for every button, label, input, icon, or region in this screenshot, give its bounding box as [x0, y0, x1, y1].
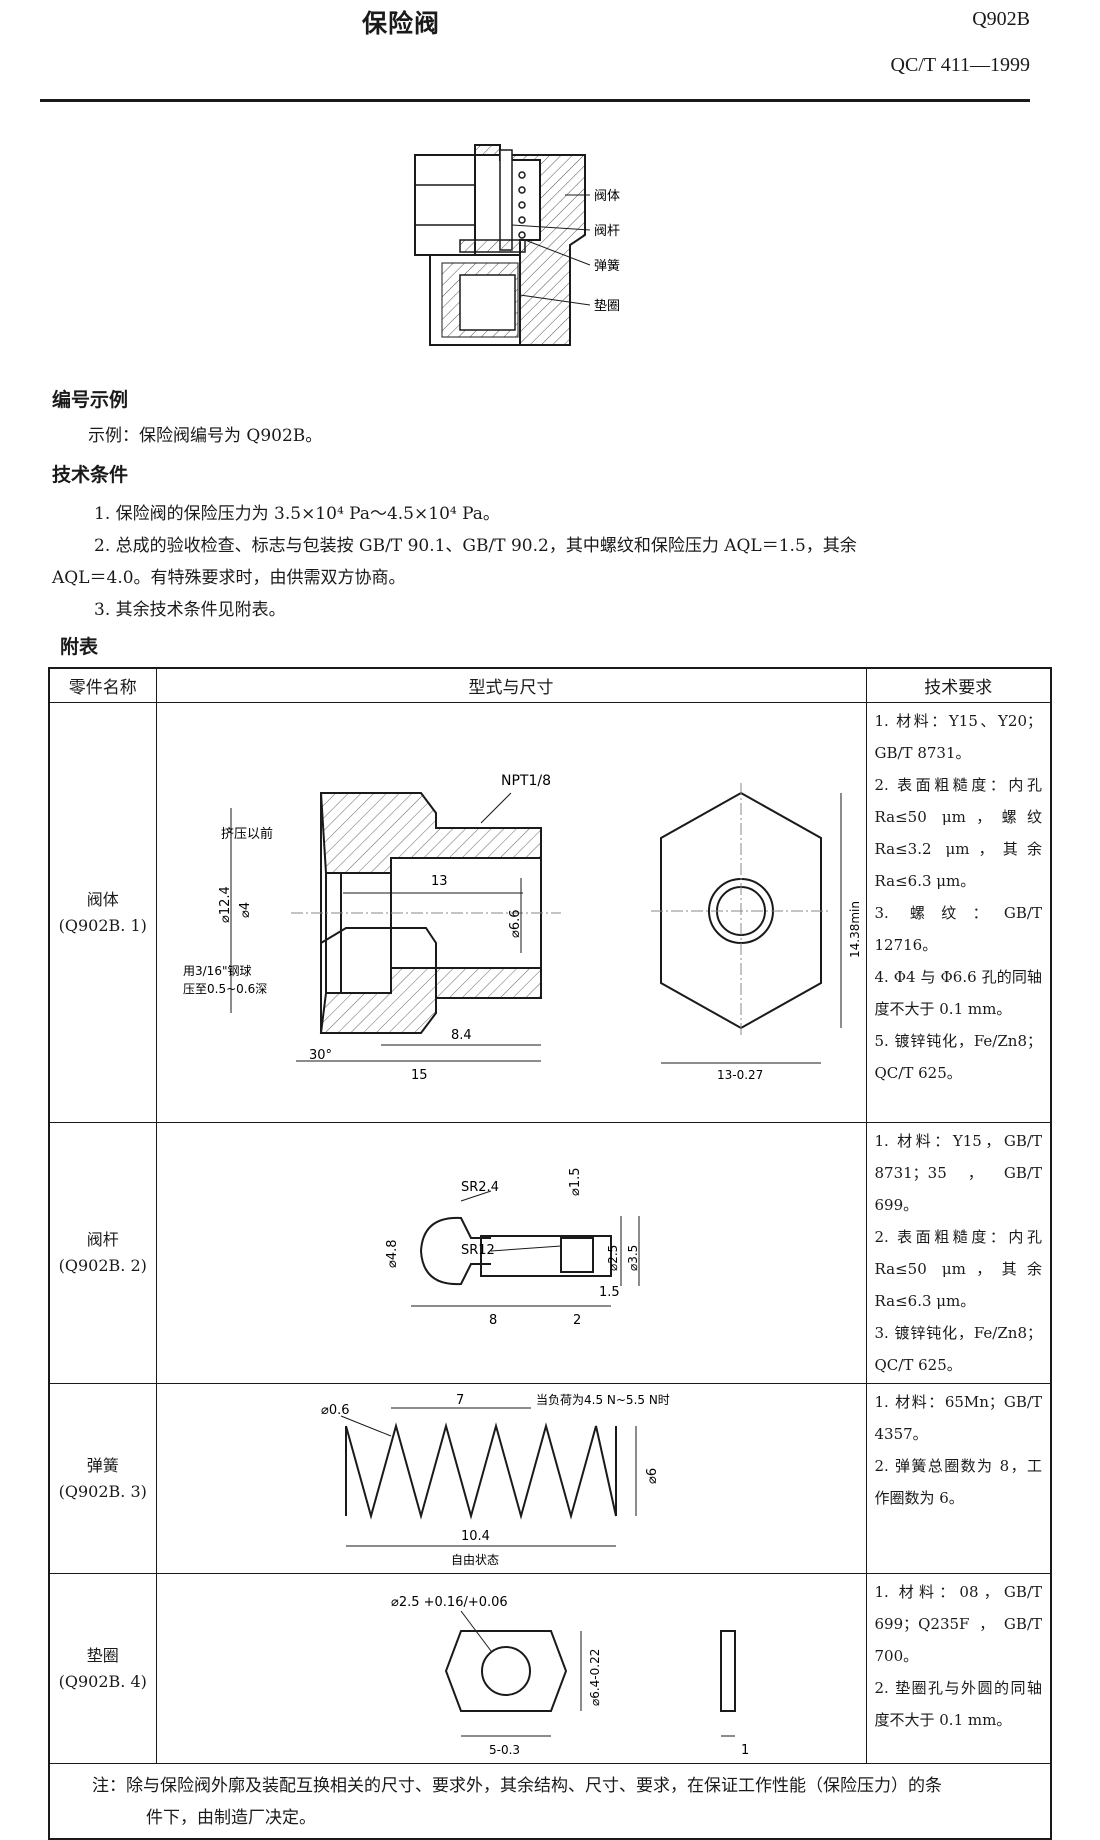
dim-hex-width: 14.38min	[848, 901, 861, 958]
table-note: 注：除与保险阀外廓及装配互换相关的尺寸、要求外，其余结构、尺寸、要求，在保证工作…	[48, 1763, 1052, 1840]
req-item: 2. 表面粗糙度：内孔 Ra≤50 μm，螺纹 Ra≤3.2 μm，其余 Ra≤…	[874, 776, 1043, 890]
numbering-example: 示例：保险阀编号为 Q902B。	[88, 426, 323, 446]
part-name: 阀杆	[86, 1230, 119, 1249]
figure-cell: NPT1/8 挤压以前 ⌀12.4 ⌀4 13 ⌀6.6 用3/16"钢球 压至…	[155, 702, 867, 1123]
tech-item: 3. 其余技术条件见附表。	[94, 600, 286, 620]
dim-len15: 15	[411, 1068, 428, 1083]
dim-d66: ⌀6.6	[508, 909, 523, 938]
dim-wire: ⌀0.6	[321, 1403, 350, 1418]
label-spring: 弹簧	[594, 258, 620, 274]
dim-load: 当负荷为4.5 N~5.5 N时	[536, 1393, 670, 1407]
part-name-cell: 阀体 (Q902B. 1)	[48, 702, 157, 1123]
dim-ball2: 压至0.5~0.6深	[183, 982, 267, 996]
label-body: 阀体	[594, 189, 620, 204]
dim-ball1: 用3/16"钢球	[183, 964, 251, 978]
part-name-cell: 垫圈 (Q902B. 4)	[48, 1573, 157, 1764]
section-title-appendix: 附表	[60, 636, 99, 658]
requirements-cell: 1. 材料：08，GB/T 699；Q235F，GB/T 700。 2. 垫圈孔…	[865, 1573, 1052, 1764]
req-item: 1. 材料：Y15，GB/T 8731；35，GB/T 699。	[874, 1132, 1043, 1214]
dim-l8: 8	[489, 1313, 497, 1328]
part-name: 阀体	[86, 889, 119, 909]
appendix-table: 零件名称 型式与尺寸 技术要求 阀体 (Q902B. 1)	[48, 667, 1052, 1840]
dim-d6: ⌀6	[645, 1468, 660, 1484]
dim-free-label: 自由状态	[451, 1553, 499, 1567]
note-line: 件下，由制造厂决定。	[146, 1808, 316, 1828]
dim-d35: ⌀3.5	[626, 1244, 640, 1270]
label-stem: 阀杆	[594, 224, 620, 239]
tech-item: 2. 总成的验收检查、标志与包装按 GB/T 90.1、GB/T 90.2，其中…	[94, 536, 857, 556]
figure-cell: ⌀0.6 7 当负荷为4.5 N~5.5 N时 ⌀6 10.4 自由状态	[155, 1383, 867, 1574]
col-header: 技术要求	[865, 667, 1052, 703]
req-item: 1. 材料：65Mn；GB/T 4357。	[874, 1393, 1043, 1443]
dim-d25: ⌀2.5	[606, 1244, 620, 1270]
note-line: 注：除与保险阀外廓及装配互换相关的尺寸、要求外，其余结构、尺寸、要求，在保证工作…	[92, 1776, 942, 1796]
dim-free: 10.4	[461, 1529, 490, 1544]
section-title-numbering: 编号示例	[52, 389, 129, 411]
dim-hex-across: 13-0.27	[717, 1068, 763, 1082]
tech-item: AQL＝4.0。有特殊要求时，由供需双方协商。	[52, 568, 406, 588]
label-washer: 垫圈	[594, 298, 620, 314]
part-name: 垫圈	[86, 1645, 119, 1665]
col-header: 型式与尺寸	[155, 667, 867, 703]
spring-drawing: ⌀0.6 7 当负荷为4.5 N~5.5 N时 ⌀6 10.4 自由状态	[321, 1393, 670, 1567]
dim-sr24: SR2.4	[461, 1180, 499, 1195]
dim-l15: 1.5	[599, 1285, 620, 1300]
figure-cell: SR2.4 SR12 ⌀4.8 ⌀1.5 ⌀2.5 ⌀3.5 1.5 8 2	[155, 1122, 867, 1384]
valve-body-drawing: NPT1/8 挤压以前 ⌀12.4 ⌀4 13 ⌀6.6 用3/16"钢球 压至…	[183, 773, 861, 1083]
part-name: 弹簧	[86, 1455, 119, 1475]
req-item: 2. 垫圈孔与外圆的同轴度不大于 0.1 mm。	[874, 1679, 1043, 1729]
dim-len84: 8.4	[451, 1028, 472, 1043]
table-row: 垫圈 (Q902B. 4) ⌀2.5 +0.16/+0.06 ⌀6.4-0.22	[48, 1573, 1052, 1764]
dim-d4: ⌀4	[238, 901, 253, 917]
table-header-row: 零件名称 型式与尺寸 技术要求	[48, 667, 1052, 703]
req-item: 2. 表面粗糙度：内孔 Ra≤50 μm，其余 Ra≤6.3 μm。	[874, 1228, 1043, 1310]
col-header: 零件名称	[48, 667, 157, 703]
req-item: 1. 材料：08，GB/T 699；Q235F，GB/T 700。	[874, 1583, 1043, 1665]
table-row: 弹簧 (Q902B. 3) ⌀0.6 7 当负荷为4.5 N~5.5 N时	[48, 1383, 1052, 1574]
dim-thickness: 1	[741, 1743, 749, 1758]
dim-width: 5-0.3	[489, 1743, 520, 1757]
dim-d15: ⌀1.5	[568, 1167, 583, 1196]
dim-len13: 13	[431, 874, 448, 889]
washer-drawing: ⌀2.5 +0.16/+0.06 ⌀6.4-0.22 5-0.3 1	[391, 1595, 749, 1758]
figure-cell: ⌀2.5 +0.16/+0.06 ⌀6.4-0.22 5-0.3 1	[155, 1573, 867, 1764]
valve-stem-drawing: SR2.4 SR12 ⌀4.8 ⌀1.5 ⌀2.5 ⌀3.5 1.5 8 2	[385, 1167, 640, 1328]
part-code: (Q902B. 2)	[58, 1256, 147, 1275]
dim-npt: NPT1/8	[501, 773, 551, 789]
req-item: 5. 镀锌钝化，Fe/Zn8；QC/T 625。	[874, 1032, 1043, 1082]
part-code: (Q902B. 3)	[58, 1481, 147, 1501]
tech-item: 1. 保险阀的保险压力为 3.5×10⁴ Pa～4.5×10⁴ Pa。	[94, 504, 500, 524]
req-item: 1. 材料：Y15、Y20；GB/T 8731。	[874, 712, 1043, 762]
part-name-cell: 阀杆 (Q902B. 2)	[48, 1122, 157, 1384]
dim-hole: ⌀2.5 +0.16/+0.06	[391, 1595, 508, 1610]
dim-l2: 2	[573, 1313, 581, 1328]
assembly-drawing: 阀体 阀杆 弹簧 垫圈	[414, 144, 620, 346]
part-name-cell: 弹簧 (Q902B. 3)	[48, 1383, 157, 1574]
page-title: 保险阀	[362, 9, 441, 38]
part-code: (Q902B. 4)	[58, 1671, 147, 1691]
dim-angle: 30°	[309, 1048, 332, 1063]
req-item: 2. 弹簧总圈数为 8，工作圈数为 6。	[874, 1457, 1043, 1507]
dim-sr12: SR12	[461, 1243, 495, 1258]
dim-l7: 7	[456, 1393, 464, 1408]
dim-d124: ⌀12.4	[218, 886, 233, 923]
standard-number: QC/T 411—1999	[890, 54, 1030, 76]
req-item: 3. 镀锌钝化，Fe/Zn8；QC/T 625。	[874, 1324, 1043, 1374]
part-code: (Q902B. 1)	[58, 915, 147, 935]
dim-od: ⌀6.4-0.22	[588, 1649, 602, 1706]
dim-before: 挤压以前	[221, 826, 273, 842]
product-code: Q902B	[972, 8, 1030, 30]
requirements-cell: 1. 材料：Y15，GB/T 8731；35，GB/T 699。 2. 表面粗糙…	[865, 1122, 1052, 1384]
req-item: 3. 螺纹：GB/T 12716。	[874, 904, 1043, 954]
requirements-cell: 1. 材料：Y15、Y20；GB/T 8731。 2. 表面粗糙度：内孔 Ra≤…	[865, 702, 1052, 1123]
requirements-cell: 1. 材料：65Mn；GB/T 4357。 2. 弹簧总圈数为 8，工作圈数为 …	[865, 1383, 1052, 1574]
table-note-row: 注：除与保险阀外廓及装配互换相关的尺寸、要求外，其余结构、尺寸、要求，在保证工作…	[48, 1763, 1052, 1840]
header-rule	[40, 99, 1030, 102]
table-row: 阀体 (Q902B. 1)	[48, 702, 1052, 1123]
section-title-tech: 技术条件	[52, 464, 129, 486]
req-item: 4. Φ4 与 Φ6.6 孔的同轴度不大于 0.1 mm。	[874, 968, 1043, 1018]
dim-d48: ⌀4.8	[385, 1239, 400, 1268]
table-row: 阀杆 (Q902B. 2) SR2.4	[48, 1122, 1052, 1384]
